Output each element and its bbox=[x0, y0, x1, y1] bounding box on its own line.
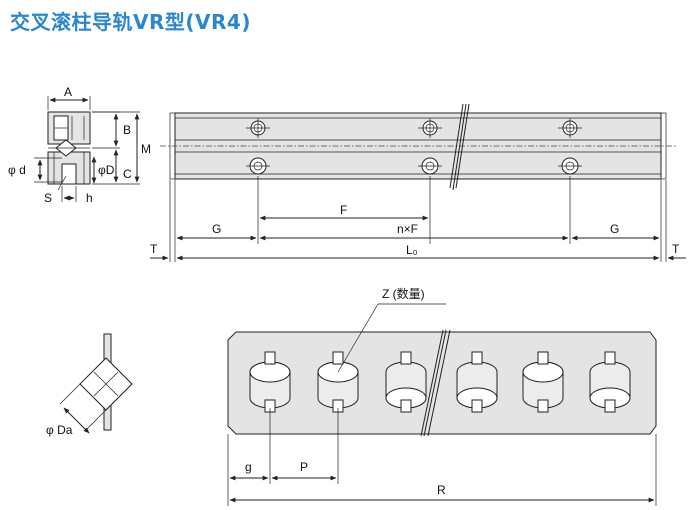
rail-hole-lower-3 bbox=[558, 157, 582, 175]
dim-label-g-right: G bbox=[610, 222, 619, 236]
cage-roller-2 bbox=[317, 351, 359, 413]
lower-rail-bolt-hole bbox=[61, 163, 77, 185]
dim-label-c: C bbox=[123, 167, 132, 181]
roller-cage-view: Z (数量) g P R bbox=[227, 286, 657, 506]
cage-roller-4 bbox=[456, 351, 498, 413]
dim-label-da: φ Da bbox=[46, 423, 73, 437]
dim-label-nf: n×F bbox=[397, 222, 418, 236]
dim-label-r: R bbox=[437, 483, 446, 497]
dim-label-g-small: g bbox=[245, 460, 252, 474]
rail-hole-lower-2 bbox=[418, 157, 442, 175]
dim-label-t-left: T bbox=[150, 242, 158, 256]
dim-label-m: M bbox=[141, 142, 151, 156]
rail-hole-upper-2 bbox=[418, 118, 442, 138]
dim-label-g-left: G bbox=[212, 222, 221, 236]
cage-roller-1 bbox=[249, 351, 291, 413]
dim-label-p: P bbox=[300, 460, 308, 474]
cage-roller-6 bbox=[589, 351, 631, 413]
dim-label-f: F bbox=[340, 203, 347, 217]
rail-hole-lower-1 bbox=[246, 157, 270, 175]
dim-label-s: S bbox=[44, 191, 52, 205]
dim-label-b: B bbox=[123, 123, 131, 137]
cage-roller-3 bbox=[385, 351, 427, 413]
dim-label-a: A bbox=[64, 85, 72, 99]
dim-label-h: h bbox=[86, 191, 93, 205]
dim-label-l0: L₀ bbox=[406, 243, 418, 257]
rail-cross-section: A B M C φ d φD S h bbox=[8, 85, 151, 205]
roller-cross-section: φ Da bbox=[46, 333, 133, 437]
rail-hole-upper-1 bbox=[246, 118, 270, 138]
page-title: 交叉滚柱导轨VR型(VR4) bbox=[10, 10, 251, 34]
dim-label-d-large: φD bbox=[98, 163, 115, 177]
cage-roller-5 bbox=[522, 351, 564, 413]
dim-label-t-right: T bbox=[672, 242, 680, 256]
dim-label-z: Z (数量) bbox=[382, 286, 425, 301]
rail-side-view: F G n×F G L₀ T T bbox=[150, 103, 686, 262]
dim-label-d-small: φ d bbox=[8, 163, 26, 177]
rail-hole-upper-3 bbox=[558, 118, 582, 138]
